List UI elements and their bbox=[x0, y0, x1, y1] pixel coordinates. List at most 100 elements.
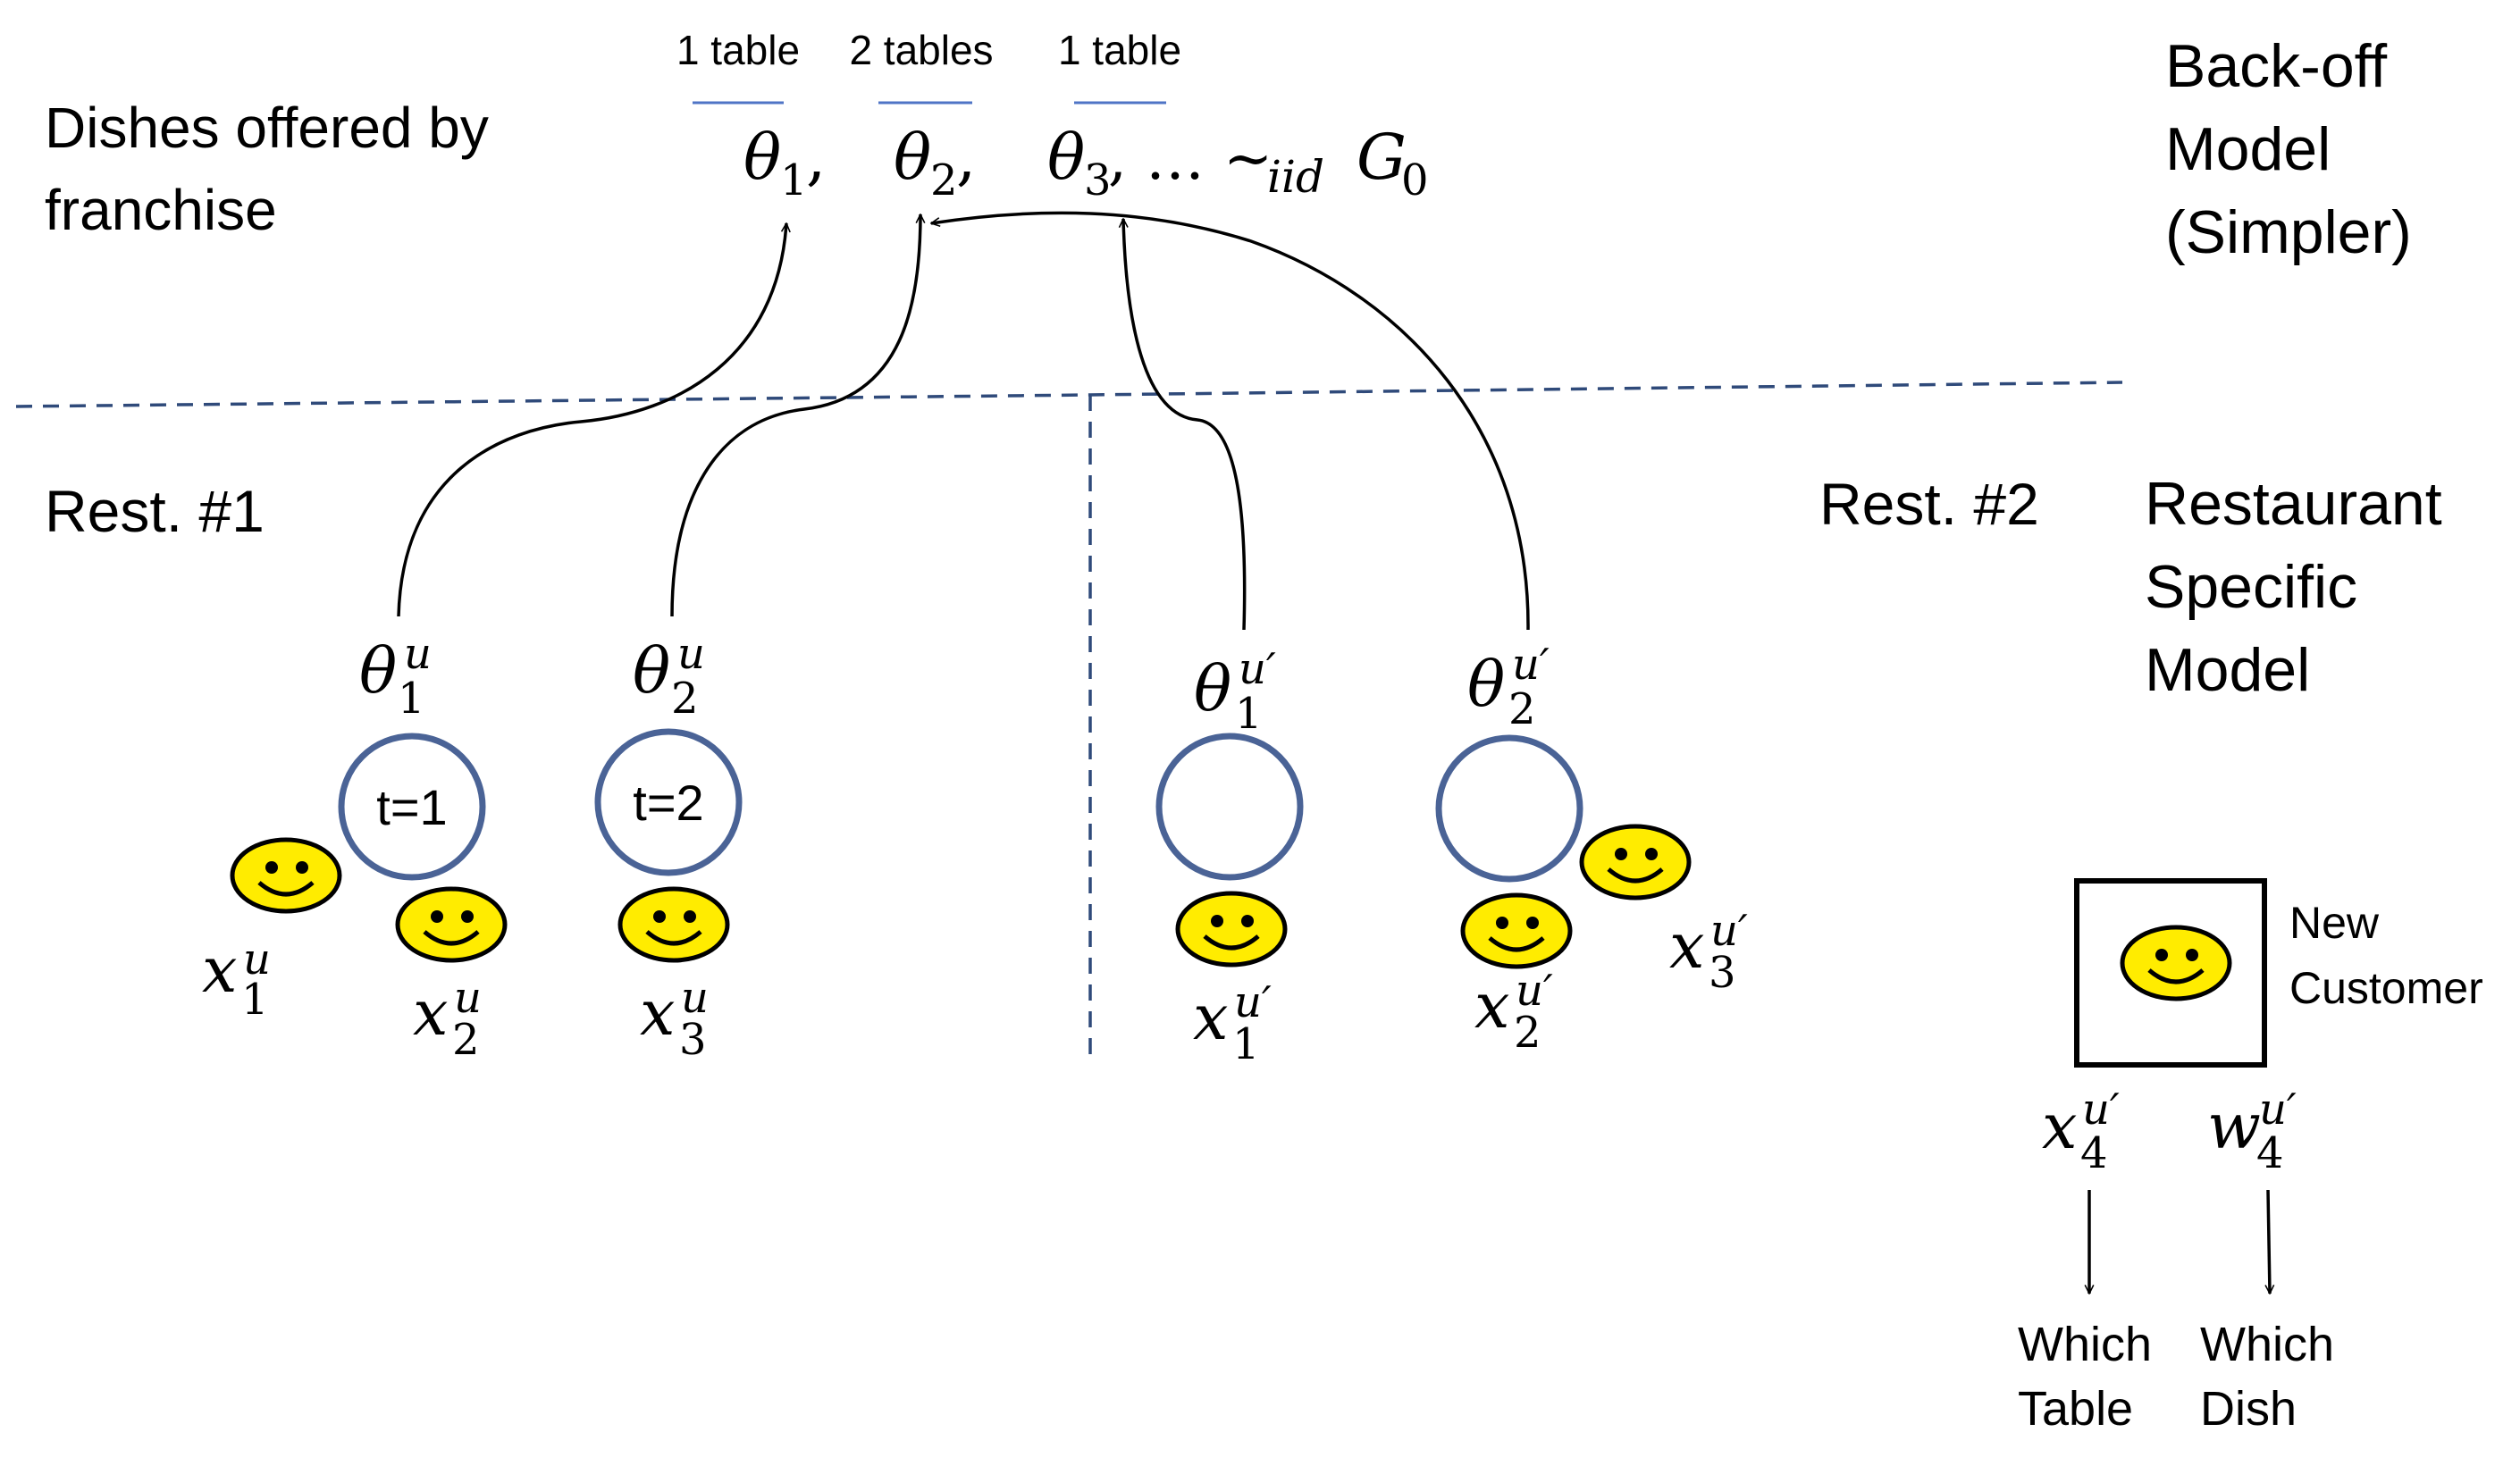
rest1-customer2-smiley bbox=[398, 889, 505, 960]
svg-text:θ: θ bbox=[633, 634, 670, 708]
svg-text:x: x bbox=[202, 934, 237, 1007]
svg-text:,: , bbox=[956, 121, 976, 194]
svg-text:u′: u′ bbox=[1710, 906, 1748, 956]
rest2-table2-dish: θ u′ 2 bbox=[1467, 640, 1550, 734]
new-customer-label-line1: New bbox=[2289, 898, 2380, 948]
which-dish-line2: Dish bbox=[2200, 1382, 2297, 1436]
rest1-customer1-var: x u 1 bbox=[202, 934, 271, 1025]
svg-text:u′: u′ bbox=[1512, 640, 1550, 690]
svg-text:u: u bbox=[243, 934, 271, 984]
svg-text:1: 1 bbox=[1235, 689, 1263, 739]
rest2-customer2-var: x u′ 2 bbox=[1474, 966, 1553, 1058]
arrow-rest1-table2-to-theta2 bbox=[670, 214, 920, 617]
rest1-table2 bbox=[594, 728, 743, 876]
backoff-model-line3: (Simpler) bbox=[2165, 198, 2412, 266]
which-table-line2: Table bbox=[2018, 1382, 2133, 1436]
svg-text:2: 2 bbox=[1514, 1008, 1541, 1058]
which-table-line1: Which bbox=[2018, 1318, 2152, 1371]
rest1-table2-dish: θ u 2 bbox=[633, 629, 705, 724]
rest2-title: Rest. #2 bbox=[1819, 471, 2039, 537]
svg-text:4: 4 bbox=[2080, 1128, 2108, 1178]
svg-text:u′: u′ bbox=[1234, 977, 1272, 1027]
restaurant-specific-line3: Model bbox=[2145, 636, 2310, 704]
rest1-customer3-var: x u 3 bbox=[640, 973, 709, 1065]
svg-text:θ: θ bbox=[1047, 121, 1085, 194]
svg-text:u: u bbox=[677, 629, 705, 679]
svg-text:θ: θ bbox=[743, 121, 781, 194]
svg-text:x: x bbox=[413, 976, 448, 1050]
svg-text:u′: u′ bbox=[2082, 1085, 2120, 1135]
rest1-customer3-smiley bbox=[620, 889, 727, 960]
table-count-theta1: 1 table bbox=[676, 27, 800, 73]
dish-theta1: θ 1 , bbox=[743, 121, 826, 205]
svg-text:2: 2 bbox=[1508, 684, 1536, 734]
rest1-customer1-smiley bbox=[232, 840, 340, 911]
rest1-table1 bbox=[338, 733, 486, 881]
svg-text:θ: θ bbox=[1194, 652, 1231, 725]
franchise-label: franchise bbox=[45, 178, 277, 242]
rest2-customer1-var: x u′ 1 bbox=[1193, 977, 1272, 1069]
svg-text:x: x bbox=[1193, 981, 1228, 1054]
svg-text:1: 1 bbox=[1232, 1019, 1260, 1069]
rest2-table1-dish: θ u′ 1 bbox=[1194, 644, 1276, 739]
svg-text:2: 2 bbox=[930, 155, 958, 205]
dishes-offered-label: Dishes offered by bbox=[45, 96, 489, 160]
rest1-table1-label: t=1 bbox=[376, 779, 447, 835]
svg-text:iid: iid bbox=[1267, 151, 1324, 203]
table-count-theta2: 2 tables bbox=[849, 27, 993, 73]
svg-text:1: 1 bbox=[241, 975, 269, 1025]
svg-text:x: x bbox=[1669, 909, 1704, 983]
horizontal-divider bbox=[15, 381, 2123, 408]
table-count-theta3: 1 table bbox=[1058, 27, 1181, 73]
svg-text:θ: θ bbox=[359, 634, 397, 708]
svg-text:u′: u′ bbox=[1516, 966, 1553, 1016]
new-customer-dish-var: w u′ 4 bbox=[2207, 1085, 2297, 1178]
rest2-customer1-smiley bbox=[1178, 893, 1285, 965]
rest1-title: Rest. #1 bbox=[45, 478, 265, 544]
svg-text:1: 1 bbox=[780, 155, 808, 205]
rest2-customer3-var: x u′ 3 bbox=[1669, 906, 1748, 998]
svg-text:u: u bbox=[454, 973, 482, 1023]
arrow-rest1-table1-to-theta1 bbox=[397, 223, 786, 617]
rest1-customer2-var: x u 2 bbox=[413, 973, 482, 1065]
arrow-rest2-table1-to-theta3 bbox=[1123, 219, 1247, 631]
svg-text:, … ~: , … ~ bbox=[1108, 124, 1273, 193]
dish-theta2: θ 2 , bbox=[894, 121, 976, 205]
arrow-which-dish bbox=[2268, 1189, 2270, 1294]
svg-text:,: , bbox=[806, 121, 826, 194]
svg-text:4: 4 bbox=[2256, 1128, 2284, 1178]
rest2-table1 bbox=[1155, 733, 1304, 881]
svg-text:3: 3 bbox=[679, 1015, 707, 1065]
svg-text:u′: u′ bbox=[2259, 1085, 2297, 1135]
restaurant-specific-line1: Restaurant bbox=[2145, 470, 2442, 538]
dish-theta3: θ 3 bbox=[1047, 121, 1112, 205]
rest1-table1-dish: θ u 1 bbox=[359, 629, 432, 724]
new-customer-smiley bbox=[2122, 927, 2230, 999]
svg-text:3: 3 bbox=[1084, 155, 1112, 205]
svg-text:u: u bbox=[404, 629, 432, 679]
svg-text:x: x bbox=[640, 976, 675, 1050]
rest2-table2 bbox=[1435, 734, 1583, 883]
rest2-customer3-smiley bbox=[1582, 826, 1689, 898]
new-customer-label-line2: Customer bbox=[2289, 963, 2483, 1013]
restaurant-specific-line2: Specific bbox=[2145, 553, 2357, 621]
svg-text:θ: θ bbox=[894, 121, 931, 194]
svg-text:0: 0 bbox=[1401, 155, 1429, 205]
arrow-rest2-table2-to-theta2 bbox=[931, 211, 1530, 631]
svg-text:2: 2 bbox=[671, 674, 699, 724]
svg-text:θ: θ bbox=[1467, 648, 1505, 721]
rest2-customer2-smiley bbox=[1463, 895, 1570, 967]
backoff-model-line1: Back-off bbox=[2165, 32, 2387, 100]
svg-text:G: G bbox=[1357, 121, 1407, 194]
svg-text:1: 1 bbox=[398, 674, 425, 724]
svg-text:x: x bbox=[2042, 1090, 2077, 1163]
base-measure-prior: , … ~ iid G 0 bbox=[1108, 121, 1429, 205]
svg-text:2: 2 bbox=[452, 1015, 480, 1065]
which-dish-line1: Which bbox=[2200, 1318, 2334, 1371]
svg-text:x: x bbox=[1474, 969, 1509, 1043]
new-customer-table-var: x u′ 4 bbox=[2042, 1085, 2120, 1178]
backoff-model-line2: Model bbox=[2165, 115, 2331, 183]
rest1-table2-label: t=2 bbox=[633, 775, 703, 831]
svg-text:u′: u′ bbox=[1239, 644, 1276, 694]
